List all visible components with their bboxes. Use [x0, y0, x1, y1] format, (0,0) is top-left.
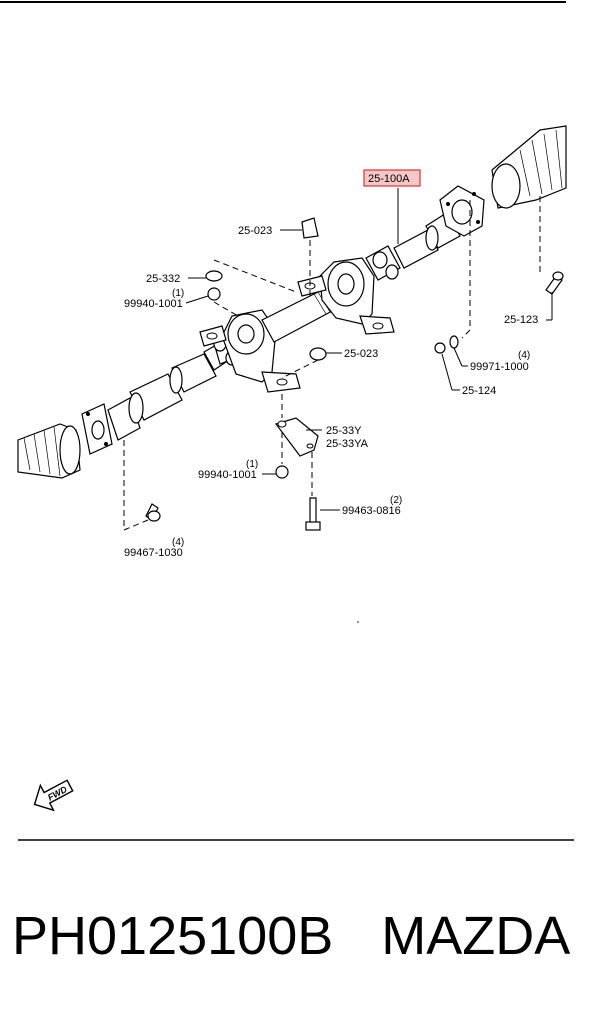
label-99467: 99467-1030	[124, 547, 183, 559]
label-25-023-top: 25-023	[238, 225, 272, 237]
nut-25-124	[434, 342, 446, 354]
highlight-box	[363, 169, 421, 187]
label-99971: 99971-1000	[470, 361, 529, 373]
leader-lines	[123, 188, 553, 531]
mount-rubber-mid	[309, 347, 327, 361]
nut-top	[207, 287, 221, 301]
fwd-arrow-icon: FWD	[33, 779, 74, 812]
left-housing	[17, 423, 81, 479]
nut-bottom	[275, 465, 289, 479]
label-qty-4-right: (4)	[518, 350, 530, 361]
label-25-100A: 25-100A	[368, 173, 410, 185]
label-99940-bottom: 99940-1001	[198, 469, 257, 481]
rear-center-bearing	[297, 257, 395, 335]
label-25-124: 25-124	[462, 385, 496, 397]
footer: PH0125100B MAZDA	[12, 896, 592, 976]
rear-universal-joint	[365, 245, 401, 281]
brand-name: MAZDA	[381, 906, 571, 966]
propeller-shaft-drawing	[17, 125, 567, 479]
label-25-023-mid: 25-023	[344, 348, 378, 360]
part-number: PH0125100B	[12, 906, 334, 966]
label-qty-2: (2)	[390, 495, 402, 506]
left-flange	[81, 403, 113, 455]
label-99940-top: 99940-1001	[124, 298, 183, 310]
label-25-332: 25-332	[146, 273, 180, 285]
label-qty-1-top: (1)	[172, 288, 184, 299]
mount-rubber-top	[301, 217, 319, 239]
bolt-99463	[309, 497, 317, 525]
label-25-33YA: 25-33YA	[326, 438, 369, 450]
right-housing	[491, 125, 567, 209]
rear-flange	[439, 185, 485, 237]
small-parts	[145, 217, 564, 531]
label-99463: 99463-0816	[342, 505, 401, 517]
label-25-123: 25-123	[504, 314, 538, 326]
stray-dot	[357, 621, 359, 623]
label-qty-1-bottom: (1)	[246, 459, 258, 470]
washer-25-332	[205, 270, 223, 282]
label-25-33Y: 25-33Y	[326, 425, 362, 437]
label-qty-4-left: (4)	[172, 537, 184, 548]
part-labels: 25-100A 25-023 25-332 (1) 99940-1001 25-…	[124, 173, 538, 559]
front-center-bearing	[199, 309, 301, 393]
front-shaft	[107, 343, 227, 441]
washer-99971	[449, 335, 459, 349]
